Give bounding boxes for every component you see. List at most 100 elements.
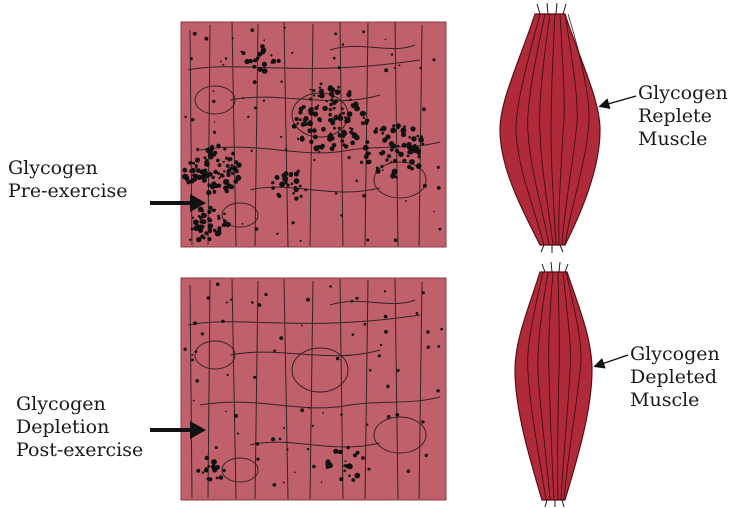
glycogen-granule xyxy=(273,349,276,352)
glycogen-granule xyxy=(318,151,320,153)
glycogen-granule xyxy=(271,186,275,190)
glycogen-granule xyxy=(189,239,191,241)
glycogen-granule xyxy=(205,37,209,41)
glycogen-granule xyxy=(408,136,411,139)
glycogen-granule xyxy=(306,298,310,302)
glycogen-granule xyxy=(217,230,220,233)
glycogen-granule xyxy=(304,188,307,191)
arrow-left-icon xyxy=(596,355,628,366)
glycogen-granule xyxy=(313,135,318,140)
glycogen-granule xyxy=(216,144,220,148)
glycogen-granule xyxy=(384,315,388,319)
glycogen-granule xyxy=(309,120,312,123)
glycogen-granule xyxy=(407,154,410,157)
glycogen-granule xyxy=(191,354,193,356)
glycogen-granule xyxy=(325,100,328,103)
glycogen-granule xyxy=(330,135,334,139)
micrograph-pre-exercise xyxy=(181,22,446,247)
glycogen-granule xyxy=(325,460,330,465)
glycogen-granule xyxy=(363,112,366,115)
label-line: Glycogen xyxy=(630,343,720,366)
glycogen-granule xyxy=(319,87,321,89)
glycogen-granule xyxy=(216,283,220,287)
glycogen-granule xyxy=(242,51,246,55)
glycogen-granule xyxy=(387,415,391,419)
glycogen-granule xyxy=(312,128,317,133)
glycogen-granule xyxy=(409,159,415,165)
glycogen-granule xyxy=(320,82,323,85)
glycogen-granule xyxy=(264,293,267,296)
glycogen-granule xyxy=(390,127,396,133)
glycogen-granule xyxy=(391,143,397,149)
glycogen-granule xyxy=(195,350,198,353)
glycogen-granule xyxy=(411,136,416,141)
glycogen-granule xyxy=(373,129,378,134)
glycogen-granule xyxy=(332,143,337,148)
glycogen-granule xyxy=(302,105,306,109)
glycogen-granule xyxy=(362,122,364,124)
glycogen-granule xyxy=(191,228,194,231)
glycogen-granule xyxy=(410,126,415,131)
glycogen-granule xyxy=(384,290,386,292)
glycogen-granule xyxy=(277,194,281,198)
glycogen-granule xyxy=(196,148,199,151)
glycogen-granule xyxy=(333,449,338,454)
glycogen-granule xyxy=(251,28,255,32)
glycogen-granule xyxy=(391,53,393,55)
glycogen-granule xyxy=(207,296,211,300)
glycogen-granule xyxy=(261,45,264,48)
glycogen-granule xyxy=(279,182,285,188)
glycogen-granule xyxy=(227,173,231,177)
glycogen-granule xyxy=(207,210,211,214)
glycogen-granule xyxy=(361,456,365,460)
glycogen-granule xyxy=(289,172,293,176)
label-line: Depletion xyxy=(16,416,143,439)
glycogen-granule xyxy=(286,448,288,450)
glycogen-granule xyxy=(258,303,262,307)
glycogen-granule xyxy=(385,39,387,41)
glycogen-granule xyxy=(216,159,220,163)
glycogen-granule xyxy=(207,165,209,167)
glycogen-granule xyxy=(226,183,231,188)
glycogen-granule xyxy=(291,183,294,186)
glycogen-granule xyxy=(208,219,212,223)
glycogen-granule xyxy=(223,161,225,163)
glycogen-granule xyxy=(317,145,321,149)
glycogen-granule xyxy=(216,477,219,480)
glycogen-granule xyxy=(329,108,333,112)
glycogen-granule xyxy=(193,32,197,36)
glycogen-granule xyxy=(348,475,351,478)
glycogen-granule xyxy=(225,57,227,59)
label-post-exercise: Glycogen Depletion Post-exercise xyxy=(16,393,143,463)
label-line: Muscle xyxy=(638,128,728,151)
glycogen-granule xyxy=(257,52,262,57)
glycogen-granule xyxy=(219,475,224,480)
glycogen-granule xyxy=(402,143,407,148)
glycogen-granule xyxy=(369,369,372,372)
glycogen-granule xyxy=(338,127,341,130)
glycogen-granule xyxy=(263,100,265,102)
glycogen-granule xyxy=(252,65,256,69)
glycogen-granule xyxy=(418,155,421,158)
glycogen-granule xyxy=(222,175,225,178)
glycogen-granule xyxy=(303,116,308,121)
glycogen-granule xyxy=(295,117,299,121)
glycogen-granule xyxy=(213,191,216,194)
glycogen-granule xyxy=(318,95,321,98)
glycogen-granule xyxy=(313,89,316,92)
glycogen-granule xyxy=(202,178,207,183)
glycogen-granule xyxy=(282,173,286,177)
glycogen-granule xyxy=(421,420,424,423)
glycogen-granule xyxy=(292,221,295,224)
glycogen-granule xyxy=(390,174,395,179)
glycogen-granule xyxy=(398,124,401,127)
glycogen-granule xyxy=(338,132,340,134)
glycogen-granule xyxy=(192,177,197,182)
glycogen-granule xyxy=(247,116,249,118)
glycogen-granule xyxy=(329,285,332,288)
glycogen-granule xyxy=(198,215,201,218)
glycogen-granule xyxy=(405,200,407,202)
glycogen-granule xyxy=(193,321,197,325)
glycogen-granule xyxy=(337,86,340,89)
glycogen-granule xyxy=(335,89,341,95)
